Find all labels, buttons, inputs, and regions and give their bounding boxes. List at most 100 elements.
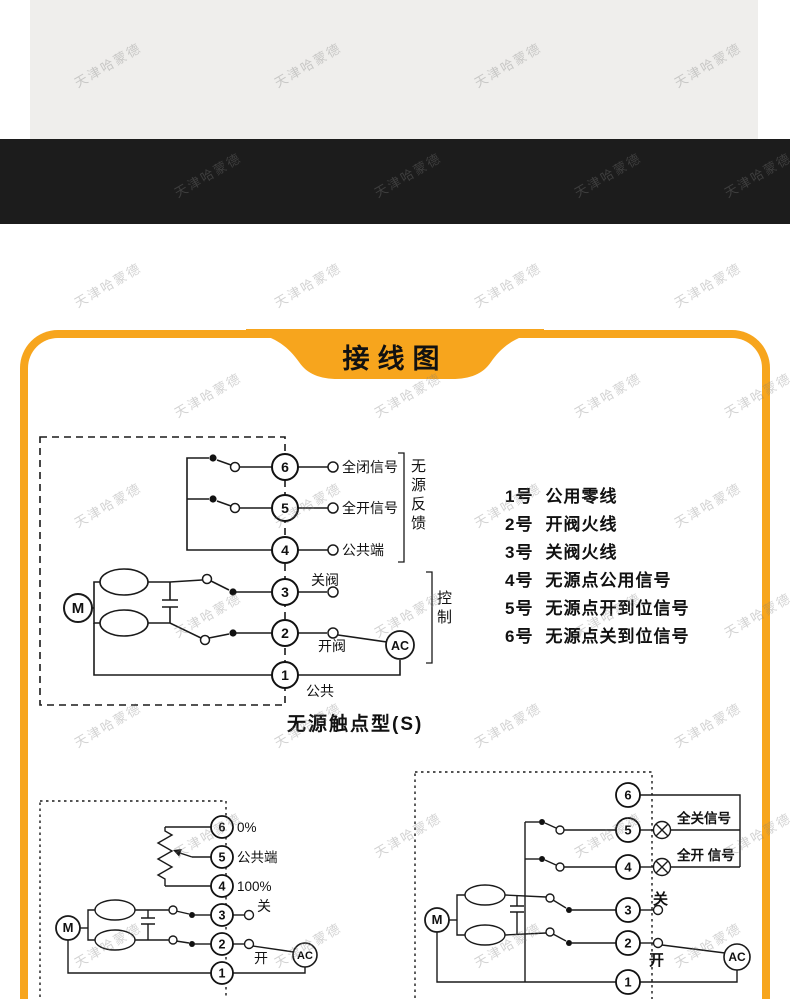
- terminal-strip: 6 5 4 3 2 1: [271, 453, 299, 689]
- potentiometer-resistor: [156, 827, 174, 886]
- legend-row-3: 3号 关阀火线: [505, 536, 689, 564]
- legend-row-5: 5号 无源点开到位信号: [505, 592, 689, 620]
- wiring-card: [20, 330, 770, 999]
- svg-text:3: 3: [624, 903, 631, 918]
- page-title: 接线图: [343, 344, 448, 374]
- terminal-5: 5: [210, 845, 234, 869]
- svg-text:4: 4: [219, 880, 226, 894]
- svg-text:1: 1: [624, 975, 631, 990]
- motor-label: M: [63, 920, 74, 935]
- label-common: 公共端: [237, 850, 278, 865]
- ac-source-symbol: [292, 942, 318, 968]
- motor-windings: [99, 568, 149, 637]
- label-control: 控制: [435, 590, 452, 628]
- ac-label: AC: [297, 950, 313, 962]
- motor-symbol: [424, 907, 450, 933]
- svg-text:6: 6: [219, 821, 226, 835]
- legend-row-6: 6号 无源点关到位信号: [505, 620, 689, 648]
- legend-num: 2号: [505, 514, 534, 534]
- legend-text: 公用零线: [545, 486, 618, 506]
- terminal-3: 3: [210, 903, 234, 927]
- lamp-junction-dots: [539, 819, 572, 946]
- terminal-5: 5: [615, 817, 641, 843]
- lamp-terminal-strip: 6 5 4 3 2 1: [615, 782, 641, 995]
- pot-labels: 0% 公共端 100% 关 开: [237, 820, 278, 966]
- ac-label: AC: [391, 639, 409, 653]
- svg-text:6: 6: [624, 788, 631, 803]
- label-open: 开: [649, 952, 664, 969]
- legend-num: 3号: [505, 542, 534, 562]
- main-contact-circles: [199, 461, 339, 646]
- legend-num: 1号: [505, 486, 534, 506]
- main-wires: [39, 436, 433, 706]
- legend-row-2: 2号 开阀火线: [505, 508, 689, 536]
- legend-text: 无源点关到位信号: [545, 626, 690, 646]
- wiper-arrow-shaft: [179, 852, 193, 858]
- legend-num: 4号: [505, 570, 534, 590]
- motor-symbol: [63, 593, 93, 623]
- terminal-1: 1: [615, 969, 641, 995]
- label-full-close-signal: 全关信号: [676, 810, 731, 826]
- main-wiring-diagram: M 6 5 4 3 2: [39, 436, 433, 706]
- lamp-labels: 全关信号 全开 信号 关 开: [649, 810, 735, 969]
- label-0-percent: 0%: [237, 820, 257, 835]
- terminal-4: 4: [615, 854, 641, 880]
- ac-source-symbol: [385, 630, 415, 660]
- pot-terminal-strip: 6 5 4 3 2 1: [210, 815, 234, 985]
- legend-row-4: 4号 无源点公用信号: [505, 564, 689, 592]
- watermark-text: 天津哈蒙德: [271, 260, 345, 311]
- terminal-4: 4: [210, 874, 234, 898]
- watermark-text: 天津哈蒙德: [71, 260, 145, 311]
- svg-text:2: 2: [219, 938, 226, 952]
- label-100-percent: 100%: [237, 879, 272, 894]
- legend-num: 6号: [505, 626, 534, 646]
- svg-text:1: 1: [219, 967, 226, 981]
- svg-text:5: 5: [624, 823, 631, 838]
- label-close: 关: [653, 890, 668, 908]
- svg-text:3: 3: [281, 584, 289, 600]
- label-open: 开: [254, 950, 268, 966]
- dark-separator-band: [0, 139, 790, 224]
- terminal-6: 6: [615, 782, 641, 808]
- wiper-arrow-head: [173, 849, 182, 857]
- terminal-2: 2: [271, 619, 299, 647]
- title-banner: 接线图: [246, 329, 544, 379]
- top-product-panel: [30, 0, 758, 139]
- label-open-valve: 开阀: [318, 638, 346, 654]
- watermark-text: 天津哈蒙德: [471, 260, 545, 311]
- terminal-legend: 1号 公用零线 2号 开阀火线 3号 关阀火线 4号 无源点公用信号 5号 无源…: [505, 480, 689, 648]
- motor-label: M: [432, 912, 443, 927]
- pot-junction-dots: [189, 912, 195, 947]
- pot-motor-windings: [94, 899, 136, 951]
- lamp-symbols: [652, 820, 672, 877]
- label-common-terminal: 公共端: [342, 542, 384, 558]
- terminal-1: 1: [210, 961, 234, 985]
- terminal-2: 2: [615, 930, 641, 956]
- watermark-text: 天津哈蒙德: [671, 260, 745, 311]
- legend-text: 开阀火线: [545, 514, 618, 534]
- terminal-1: 1: [271, 661, 299, 689]
- potentiometer-wiring-diagram: M 6 5 4 3 2 1: [39, 800, 318, 999]
- label-common: 公共: [306, 683, 334, 699]
- motor-symbol: [55, 915, 81, 941]
- label-passive-feedback: 无源反馈: [409, 458, 426, 534]
- lamp-wires: [414, 771, 741, 999]
- svg-text:6: 6: [281, 459, 289, 475]
- legend-text: 无源点公用信号: [545, 570, 672, 590]
- terminal-3: 3: [615, 897, 641, 923]
- main-junction-dots: [209, 454, 237, 637]
- svg-text:3: 3: [219, 909, 226, 923]
- legend-num: 5号: [505, 598, 534, 618]
- ac-source-symbol: [723, 943, 751, 971]
- motor-label: M: [72, 600, 85, 617]
- legend-text: 关阀火线: [545, 542, 618, 562]
- label-full-open-signal: 全开 信号: [676, 847, 735, 863]
- actuator-enclosure-outline: [39, 436, 286, 706]
- terminal-3: 3: [271, 578, 299, 606]
- pot-wires: [39, 800, 306, 999]
- pot-contact-circles: [168, 905, 255, 950]
- terminal-2: 2: [210, 932, 234, 956]
- control-bracket: [426, 571, 433, 664]
- svg-text:4: 4: [624, 860, 632, 875]
